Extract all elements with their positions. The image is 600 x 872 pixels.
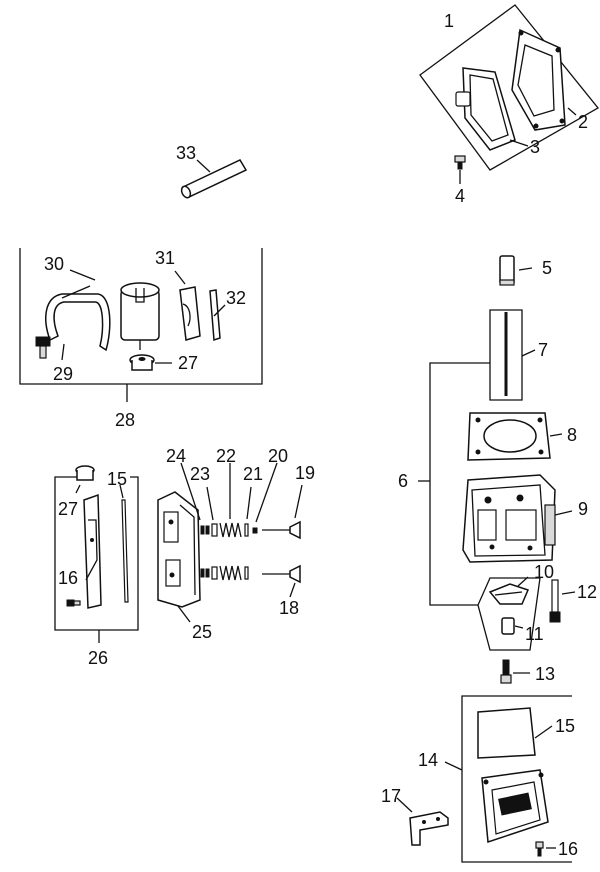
assembly-cylinder-head-left [157,462,303,623]
label-20: 20 [268,446,288,466]
label-33: 33 [176,143,196,163]
label-16-duplicate: 16 [58,568,78,588]
part-clamp-30 [45,269,111,352]
label-4: 4 [455,186,465,206]
part-plate-32 [209,289,226,342]
part-gasket-15 [477,707,553,759]
assembly-26 [54,465,139,643]
assembly-14 [396,695,572,863]
label-27-duplicate: 27 [58,499,78,519]
bracket-6 [429,362,490,606]
label-12: 12 [577,582,597,602]
label-15: 15 [555,716,575,736]
label-23: 23 [190,464,210,484]
part-cover-plate [83,493,102,609]
label-15-duplicate: 15 [107,469,127,489]
assembly-valve-cover-kit [419,4,599,184]
part-lifter-5 [499,255,533,286]
label-3: 3 [530,137,540,157]
label-27: 27 [178,353,198,373]
part-cylinder-head-9 [462,474,573,563]
part-valve-keepers-24 [180,462,210,578]
label-8: 8 [567,425,577,445]
part-canister [120,282,160,350]
part-number-labels: 1 2 3 4 5 6 7 8 9 10 11 12 13 14 15 16 1… [44,11,597,859]
label-17: 17 [381,786,401,806]
part-pin-33 [180,159,248,199]
label-28: 28 [115,410,135,430]
part-spring-retainer-23 [206,486,218,580]
label-29: 29 [53,364,73,384]
label-32: 32 [226,288,246,308]
part-cylinder-head-25 [157,491,201,623]
label-1: 1 [444,11,454,31]
part-rocker-cover [481,769,549,844]
part-bracket-17 [396,797,449,846]
label-5: 5 [542,258,552,278]
label-30: 30 [44,254,64,274]
bracket-14 [461,695,572,863]
part-intake-valve-18 [262,564,301,598]
label-16: 16 [558,839,578,859]
label-22: 22 [216,446,236,466]
part-bracket-31 [174,270,201,341]
part-screw-4 [454,155,466,170]
bracket-26 [54,476,139,631]
label-10: 10 [534,562,554,582]
part-screw-16b [66,599,81,607]
label-13: 13 [535,664,555,684]
assembly-28 [19,248,263,402]
label-25: 25 [192,622,212,642]
assembly-right-head [418,255,576,684]
part-head-gasket-8 [467,412,563,461]
bracket-28 [19,248,263,385]
label-14: 14 [418,750,438,770]
part-screw-29 [35,336,51,359]
part-cover-3 [455,67,516,151]
part-screw-13 [500,659,530,684]
label-2: 2 [578,112,588,132]
part-bolt-12 [549,579,576,623]
part-valve-seal-20 [252,462,278,534]
part-rocker-10-11 [477,576,541,651]
label-21: 21 [243,464,263,484]
part-screw-16 [535,841,556,857]
part-spring-cap-21 [244,486,252,580]
part-push-rod-7 [489,309,536,401]
kit-bracket-1 [419,4,599,171]
part-grommet-27 [129,354,172,371]
label-18: 18 [279,598,299,618]
part-valve-springs-22 [219,463,242,581]
label-11: 11 [525,624,544,644]
label-19: 19 [295,463,315,483]
label-6: 6 [398,471,408,491]
part-plug-27 [75,465,95,494]
label-26: 26 [88,648,108,668]
part-exhaust-valve-19 [262,484,303,540]
part-gasket-2 [511,28,566,131]
label-7: 7 [538,340,548,360]
label-24: 24 [166,446,186,466]
label-31: 31 [155,248,175,268]
part-gasket-15b [119,484,129,603]
label-9: 9 [578,499,588,519]
